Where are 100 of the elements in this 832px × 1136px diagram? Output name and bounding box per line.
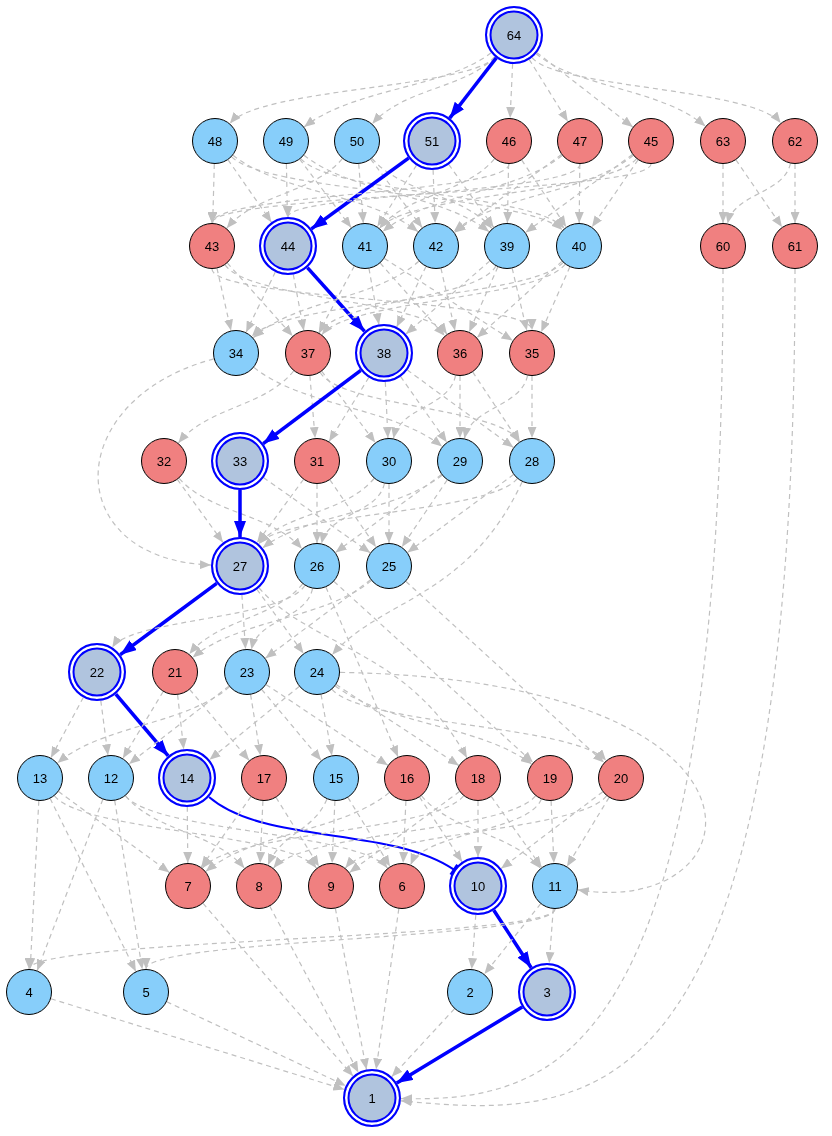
arrow bbox=[321, 482, 385, 545]
arrow bbox=[234, 490, 246, 537]
graph-node bbox=[224, 649, 270, 695]
node-number: 15 bbox=[328, 770, 344, 786]
graph-node bbox=[236, 863, 282, 909]
graph-node bbox=[211, 432, 269, 490]
arrow bbox=[205, 792, 390, 872]
graph-node bbox=[6, 969, 52, 1015]
arrow bbox=[262, 474, 443, 549]
node-number: 63 bbox=[715, 133, 731, 149]
arrow bbox=[406, 369, 514, 448]
arrow bbox=[178, 477, 303, 550]
arrow bbox=[468, 266, 499, 333]
arrow bbox=[310, 156, 410, 231]
arrow bbox=[321, 263, 566, 336]
arrow bbox=[391, 1008, 455, 1078]
arrow bbox=[328, 377, 370, 443]
arrow bbox=[216, 267, 233, 332]
arrow bbox=[540, 266, 571, 333]
graph-node bbox=[355, 324, 413, 382]
arrow bbox=[114, 692, 170, 758]
arrow bbox=[176, 479, 224, 544]
node-number: 49 bbox=[278, 133, 294, 149]
node-number: 37 bbox=[300, 345, 316, 361]
node-number: 32 bbox=[156, 453, 172, 469]
node-number: 5 bbox=[142, 984, 150, 1000]
arrow bbox=[718, 163, 728, 224]
arrow bbox=[226, 158, 343, 229]
arrow bbox=[303, 52, 492, 128]
arrow bbox=[473, 800, 483, 858]
node-number: 48 bbox=[207, 133, 223, 149]
arrow bbox=[370, 158, 423, 229]
arrow bbox=[468, 914, 478, 970]
arrow bbox=[202, 902, 354, 1077]
arrow bbox=[344, 795, 608, 869]
arrow bbox=[325, 586, 399, 758]
node-number: 60 bbox=[715, 238, 731, 254]
arrow bbox=[49, 798, 137, 972]
arrow bbox=[224, 264, 448, 335]
arrow bbox=[401, 479, 448, 548]
arrow bbox=[735, 159, 783, 228]
arrow bbox=[334, 908, 369, 1071]
arrow bbox=[331, 481, 523, 656]
graph-node bbox=[294, 543, 340, 589]
node-number: 3 bbox=[543, 984, 551, 1000]
arrow bbox=[177, 694, 187, 750]
arrow bbox=[267, 798, 328, 866]
node-number: 17 bbox=[256, 770, 272, 786]
arrow bbox=[376, 164, 417, 228]
arrow bbox=[114, 800, 145, 970]
arrow bbox=[122, 691, 164, 759]
graph-node bbox=[700, 118, 746, 164]
graph-node bbox=[17, 755, 63, 801]
arrow bbox=[303, 154, 490, 233]
graph-node bbox=[379, 863, 425, 909]
arrow bbox=[299, 158, 352, 229]
arrow bbox=[396, 266, 427, 328]
graph-node bbox=[518, 963, 576, 1021]
arrow bbox=[97, 358, 215, 569]
arrow bbox=[333, 580, 534, 764]
arrow bbox=[379, 262, 446, 337]
arrow bbox=[309, 375, 319, 439]
graph-node bbox=[366, 543, 412, 589]
node-number: 33 bbox=[232, 453, 248, 469]
arrow bbox=[430, 169, 440, 224]
node-number: 46 bbox=[501, 133, 517, 149]
graph-node bbox=[263, 118, 309, 164]
arrow bbox=[263, 477, 371, 554]
node-number: 1 bbox=[368, 1090, 376, 1106]
graph-node bbox=[403, 112, 461, 170]
arrow bbox=[334, 474, 443, 553]
graph-node bbox=[213, 330, 259, 376]
arrow bbox=[454, 154, 562, 233]
graph-node bbox=[241, 755, 287, 801]
graph-node bbox=[455, 755, 501, 801]
arrow bbox=[331, 688, 607, 762]
arrow bbox=[348, 791, 461, 873]
arrow bbox=[492, 909, 533, 969]
arrow bbox=[275, 796, 320, 868]
node-number: 4 bbox=[25, 984, 33, 1000]
arrow bbox=[306, 266, 366, 333]
node-number: 19 bbox=[542, 770, 558, 786]
node-number: 30 bbox=[381, 453, 397, 469]
arrow bbox=[463, 375, 529, 439]
graph-node bbox=[509, 438, 555, 484]
node-number: 10 bbox=[470, 878, 486, 894]
arrow bbox=[531, 57, 782, 124]
graph-node bbox=[413, 223, 459, 269]
arrow bbox=[292, 273, 307, 331]
graph-node bbox=[259, 217, 317, 275]
arrow bbox=[211, 163, 510, 224]
graph-node bbox=[343, 1069, 401, 1127]
arrow bbox=[335, 684, 460, 766]
arrow bbox=[400, 268, 724, 1103]
arrow bbox=[319, 371, 521, 443]
arrow bbox=[183, 806, 193, 864]
graph-node bbox=[447, 969, 493, 1015]
graph-node bbox=[88, 755, 134, 801]
graph-node bbox=[700, 223, 746, 269]
node-number: 28 bbox=[524, 453, 540, 469]
